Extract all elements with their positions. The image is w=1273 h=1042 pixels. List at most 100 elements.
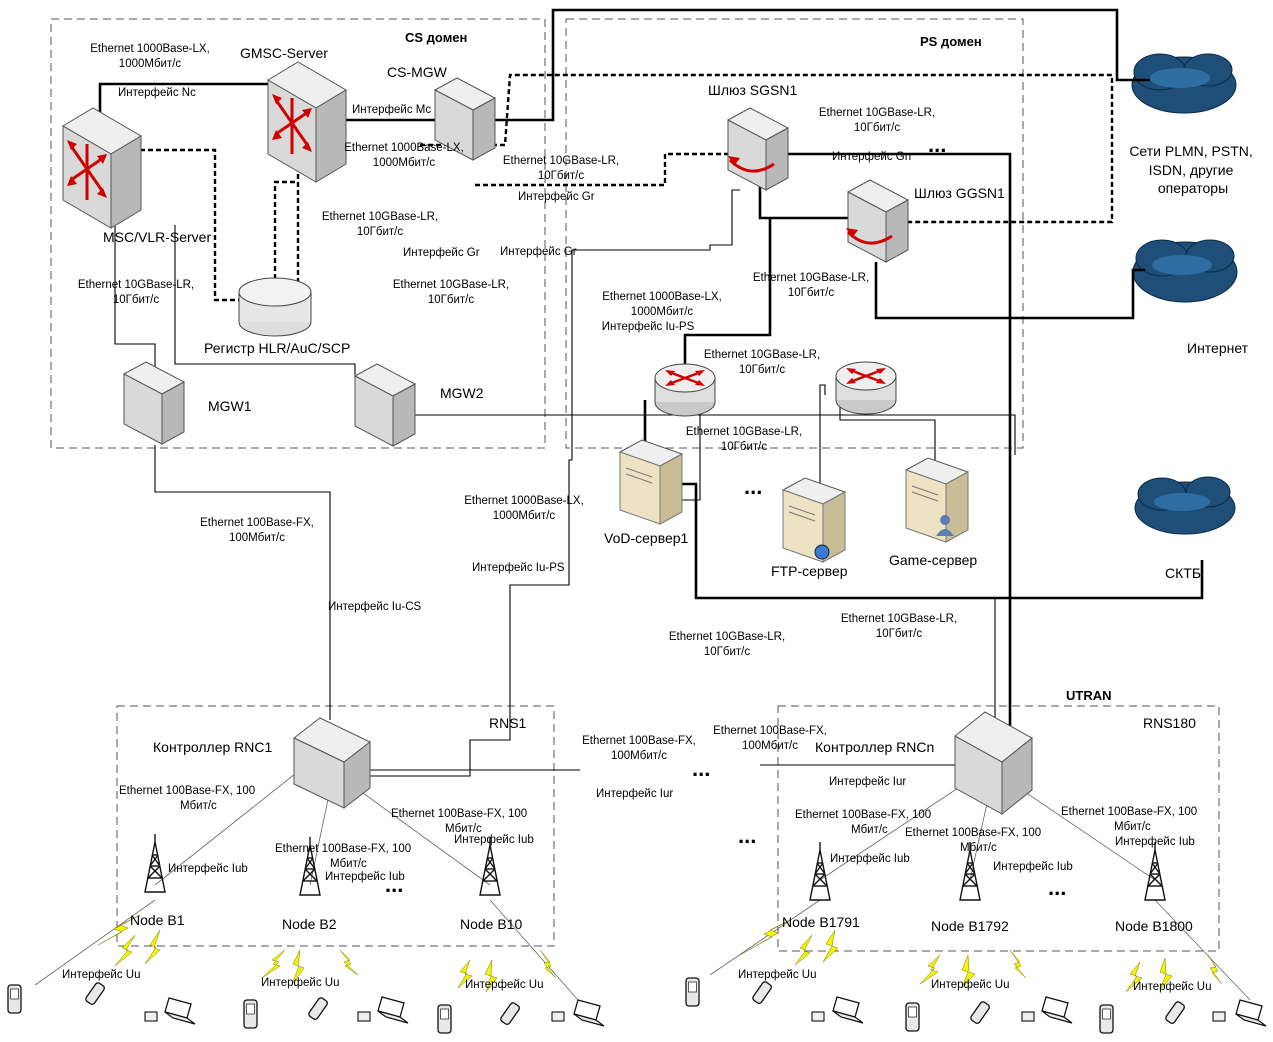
sgsn-label: Шлюз SGSN1 xyxy=(708,82,797,98)
link-label: Ethernet 10GBase-LR,10Гбит/с xyxy=(78,279,194,306)
link-label: Интерфейс Gr xyxy=(518,191,595,203)
link-label: Ethernet 1000Base-LX,1000Мбит/с xyxy=(344,142,464,169)
game-label: Game-сервер xyxy=(889,552,977,568)
sktb-cloud xyxy=(1134,476,1236,535)
link-label: Интерфейс Uu xyxy=(1133,981,1211,993)
mgw2-box-icon xyxy=(354,363,416,447)
rnc1-label: Контроллер RNC1 xyxy=(153,739,272,755)
link-label: Ethernet 10GBase-LR,10Гбит/с xyxy=(686,426,802,453)
game-user-icon xyxy=(936,515,954,536)
nodeb1-tower-icon xyxy=(144,833,166,893)
mgw2-label: MGW2 xyxy=(440,385,484,401)
ggsn-server-icon xyxy=(846,179,909,263)
hlr-database-icon xyxy=(238,277,312,337)
link-label: Интерфейс Uu xyxy=(738,969,816,981)
link-labels: Ethernet 1000Base-LX,1000Мбит/с Интерфей… xyxy=(62,43,1211,993)
ellipsis-marks: ... ... ... ... ... ... xyxy=(385,132,1066,900)
sktb-caption: СКТБ xyxy=(1165,565,1201,581)
link-label: Интерфейс Iub xyxy=(830,853,910,865)
nodeb1800-tower-icon xyxy=(1144,841,1166,901)
vod-label: VoD-сервер1 xyxy=(604,530,689,546)
cs-domain-title: CS домен xyxy=(405,30,467,45)
internet-caption: Интернет xyxy=(1187,340,1249,356)
link-label: Интерфейс Iu-CS xyxy=(328,601,421,613)
ellipsis: ... xyxy=(738,823,756,848)
nodeb1791-label: Node B1791 xyxy=(782,914,860,930)
link-label: Ethernet 10GBase-LR,10Гбит/с xyxy=(753,272,869,299)
link-label: Интерфейс Uu xyxy=(465,979,543,991)
ps-domain-frame xyxy=(565,18,1024,449)
link-label: Ethernet 1000Base-LX,1000Мбит/с xyxy=(464,495,584,522)
gmsc-switch-icon xyxy=(266,60,348,184)
link-label: Ethernet 10GBase-LR,10Гбит/с xyxy=(322,211,438,238)
utran-title: UTRAN xyxy=(1066,688,1112,703)
game-server-icon xyxy=(905,457,969,543)
radio-bolts xyxy=(97,914,1223,993)
sgsn-server-icon xyxy=(727,107,789,191)
thick-links xyxy=(98,8,1204,734)
link-label: Ethernet 10GBase-LR,10Гбит/с xyxy=(841,613,957,640)
link-label: Интерфейс Iub xyxy=(325,871,405,883)
link-label: Интерфейс Iub xyxy=(1115,836,1195,848)
iub-links xyxy=(34,769,1251,1001)
ps-domain-title: PS домен xyxy=(920,34,982,49)
link-label: Ethernet 100Base-FX,100Мбит/с xyxy=(200,517,314,544)
link-label: Интерфейс Nc xyxy=(118,87,196,99)
nodeb1800-label: Node B1800 xyxy=(1115,918,1193,934)
nodeb1791-tower-icon xyxy=(809,841,831,901)
gmsc-label: GMSC-Server xyxy=(240,45,328,61)
link-label: Ethernet 100Base-FX,100Мбит/с xyxy=(582,735,696,762)
ggsn-label: Шлюз GGSN1 xyxy=(914,185,1005,201)
ftp-server-icon xyxy=(782,477,846,563)
plmn-cloud xyxy=(1131,53,1237,114)
ftp-globe-icon xyxy=(814,544,830,560)
link-label: Ethernet 100Base-FX,100Мбит/с xyxy=(713,725,827,752)
plmn-caption: Сети PLMN, PSTN, ISDN, другие операторы xyxy=(1129,143,1256,196)
link-label: Ethernet 10GBase-LR,10Гбит/с xyxy=(393,279,509,306)
msc-label: MSC/VLR-Server xyxy=(103,229,211,245)
hlr-label: Регистр HLR/AuC/SCP xyxy=(204,340,350,356)
nodeb1792-label: Node B1792 xyxy=(931,918,1009,934)
rns180-title: RNS180 xyxy=(1143,715,1196,731)
ellipsis: ... xyxy=(744,474,762,499)
link-label: Ethernet 10GBase-LR,10Гбит/с xyxy=(819,107,935,134)
router-2-icon xyxy=(834,360,898,416)
ellipsis: ... xyxy=(1048,875,1066,900)
link-label: Интерфейс Mc xyxy=(352,104,431,116)
link-label: Интерфейс Iub xyxy=(454,834,534,846)
link-label: Ethernet 10GBase-LR,10Гбит/с xyxy=(669,631,785,658)
mgw1-label: MGW1 xyxy=(208,398,252,414)
link-label: Интерфейс Iu-PS xyxy=(472,562,565,574)
link-label: Интерфейс Gn xyxy=(832,151,911,163)
msc-switch-icon xyxy=(61,106,143,230)
mgw1-box-icon xyxy=(123,361,185,445)
nodeb1-label: Node B1 xyxy=(130,912,185,928)
link-label: Интерфейс Gr xyxy=(403,247,480,259)
user-devices xyxy=(7,977,1267,1034)
link-label: Интерфейс Uu xyxy=(261,977,339,989)
rnc1-box-icon xyxy=(293,717,371,810)
link-label: Ethernet 10GBase-LR,10Гбит/с xyxy=(704,349,820,376)
thin-links xyxy=(114,189,1016,777)
link-label: Интерфейс Iub xyxy=(168,863,248,875)
ellipsis: ... xyxy=(928,132,946,157)
router-1-icon xyxy=(653,362,717,418)
nodeb10-label: Node B10 xyxy=(460,916,522,932)
link-label: Ethernet 10GBase-LR,10Гбит/с xyxy=(503,155,619,182)
cs-domain-frame xyxy=(50,18,546,449)
ellipsis: ... xyxy=(385,872,403,897)
rncn-box-icon xyxy=(954,711,1033,816)
csmgw-label: CS-MGW xyxy=(387,64,448,80)
internet-cloud xyxy=(1132,239,1238,303)
nodeb2-label: Node B2 xyxy=(282,916,337,932)
link-label: Интерфейс Iur xyxy=(596,788,673,800)
ftp-label: FTP-сервер xyxy=(771,563,848,579)
